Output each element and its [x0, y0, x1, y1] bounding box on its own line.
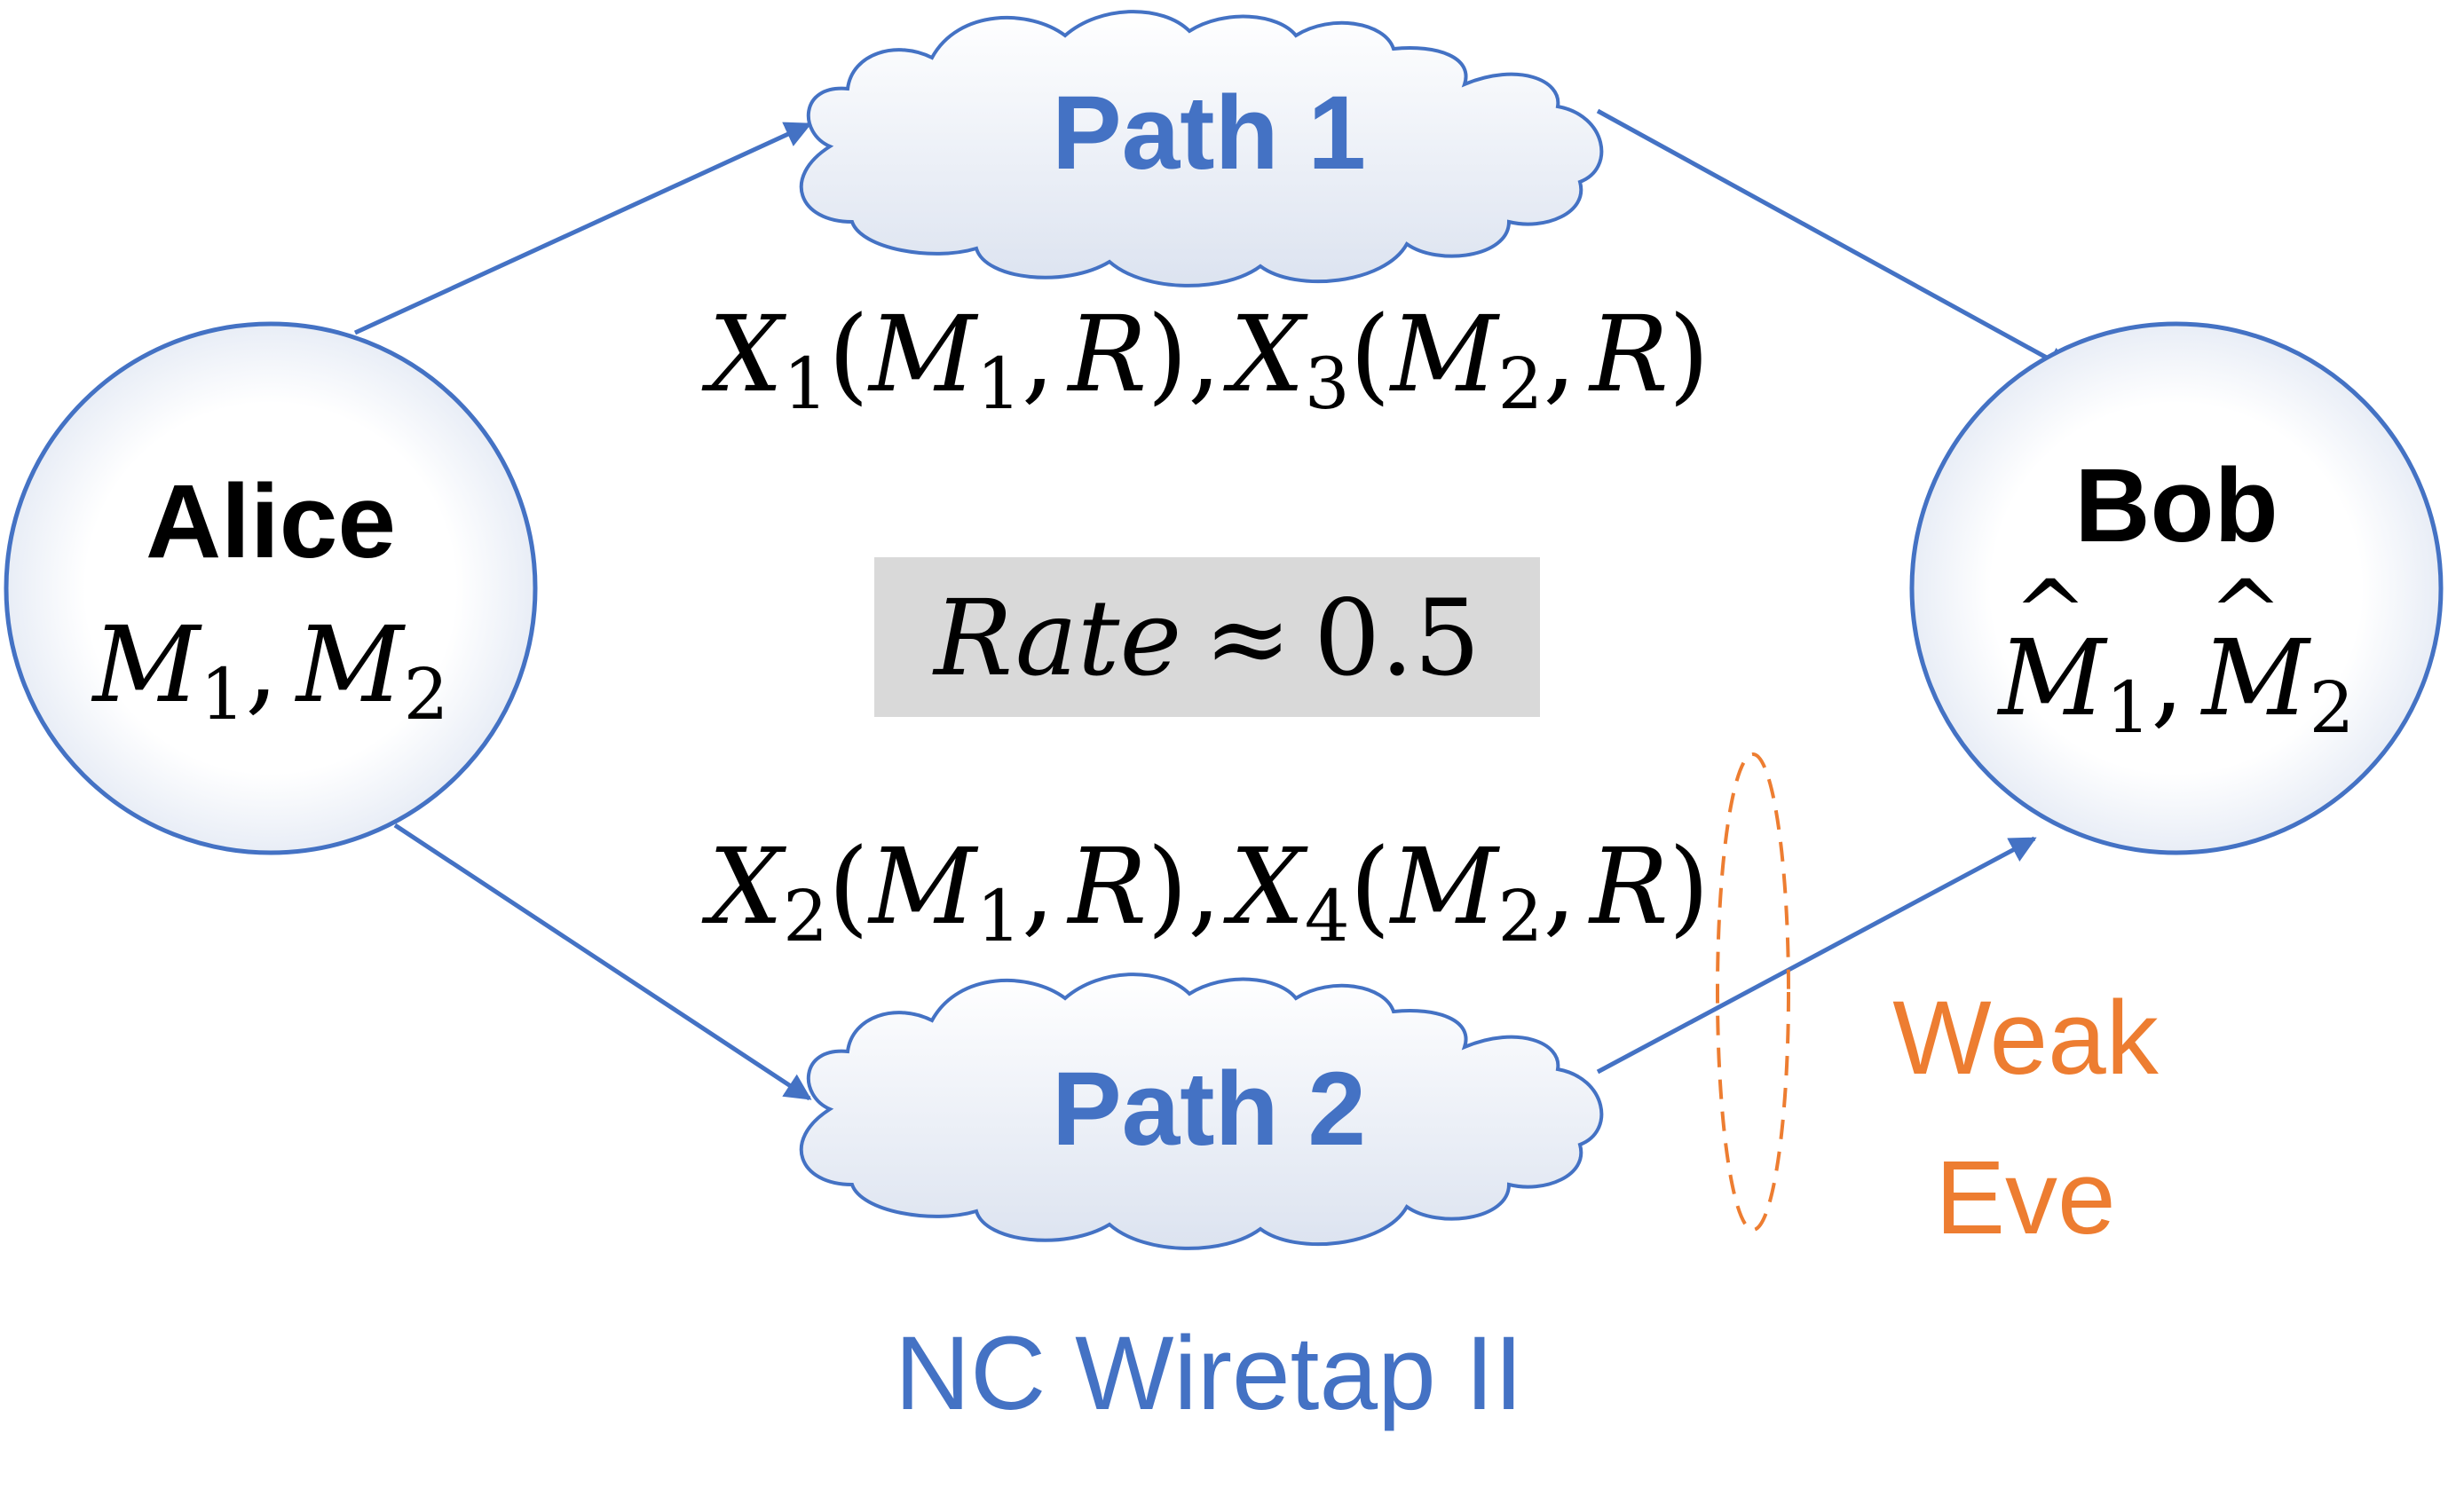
rate-expression: Rate≈0.5	[932, 577, 1481, 699]
bob-hat-2: ^	[2208, 561, 2283, 665]
rate-box	[874, 557, 1540, 717]
arrow-alice-to-path1	[353, 122, 812, 335]
bob-name: Bob	[2074, 447, 2278, 564]
path1-expression: X1(M1,R),X3(M2,R)	[701, 293, 1710, 425]
bob-node	[1909, 321, 2444, 855]
path2-expression: X2(M1,R),X4(M2,R)	[701, 825, 1710, 957]
arrow-alice-to-path2	[393, 823, 812, 1101]
arrow-path1-to-bob	[1596, 108, 2073, 374]
bob-messages: M1,M2	[1997, 617, 2355, 749]
eve-label-line1: Weak	[1892, 980, 2159, 1097]
diagram-caption: NC Wiretap II	[895, 1315, 1523, 1432]
alice-node	[4, 321, 538, 855]
eve-tap-ellipse	[1716, 752, 1790, 1232]
alice-name: Alice	[146, 463, 396, 580]
arrow-path2-to-bob	[1596, 836, 2037, 1075]
bob-hat-1: ^	[2013, 561, 2088, 665]
path1-label: Path 1	[1052, 75, 1366, 192]
alice-messages: M1,M2	[91, 603, 449, 736]
eve-label-line2: Eve	[1935, 1139, 2115, 1256]
path1-cloud	[799, 10, 1604, 287]
path2-cloud	[799, 973, 1604, 1250]
path2-label: Path 2	[1052, 1051, 1366, 1168]
